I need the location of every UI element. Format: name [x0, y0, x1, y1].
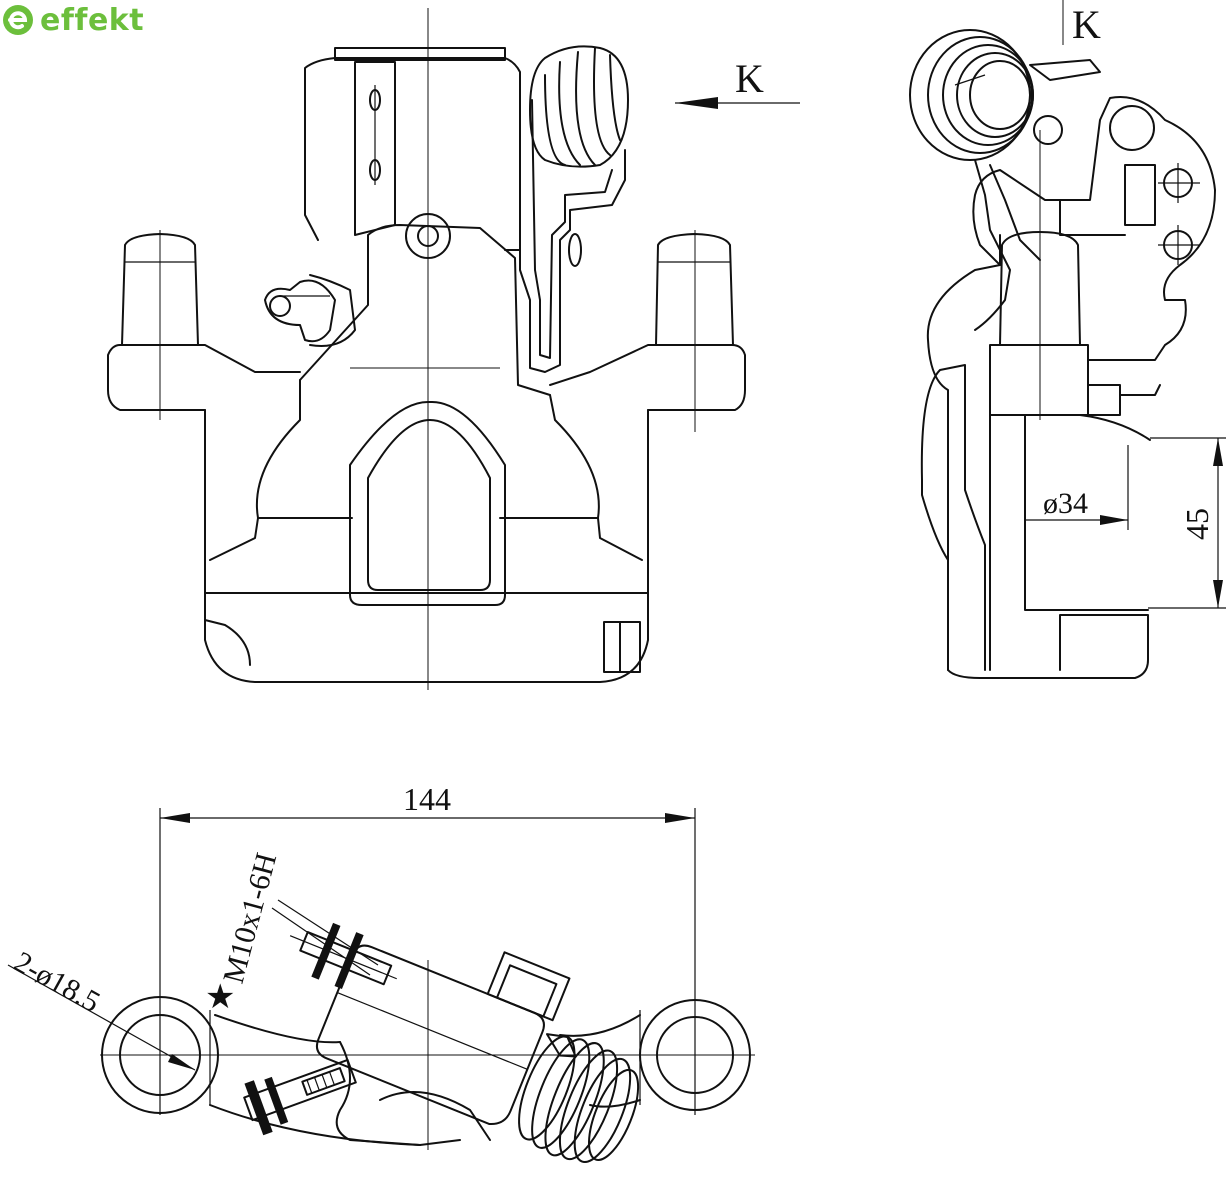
- effekt-e-icon: [3, 5, 33, 35]
- side-view: K: [909, 0, 1226, 679]
- bottom-view-holes-dim: 2-ø18.5: [9, 945, 106, 1019]
- front-view: K: [107, 8, 800, 690]
- side-view-label: K: [1072, 2, 1101, 47]
- bottom-view-thread-dim: M10x1-6H: [217, 849, 283, 986]
- front-view-arrow-label: K: [735, 56, 764, 101]
- brand-name: effekt: [40, 2, 145, 38]
- side-view-diameter-dim: ø34: [1043, 487, 1088, 520]
- brand-logo: effekt: [0, 0, 144, 40]
- bottom-view-width-dim: 144: [403, 781, 451, 817]
- bottom-view: 144 2-ø18.5: [7, 781, 755, 1163]
- bottom-view-thread-marker: ★: [205, 979, 235, 1016]
- side-view-height-dim: 45: [1179, 508, 1215, 540]
